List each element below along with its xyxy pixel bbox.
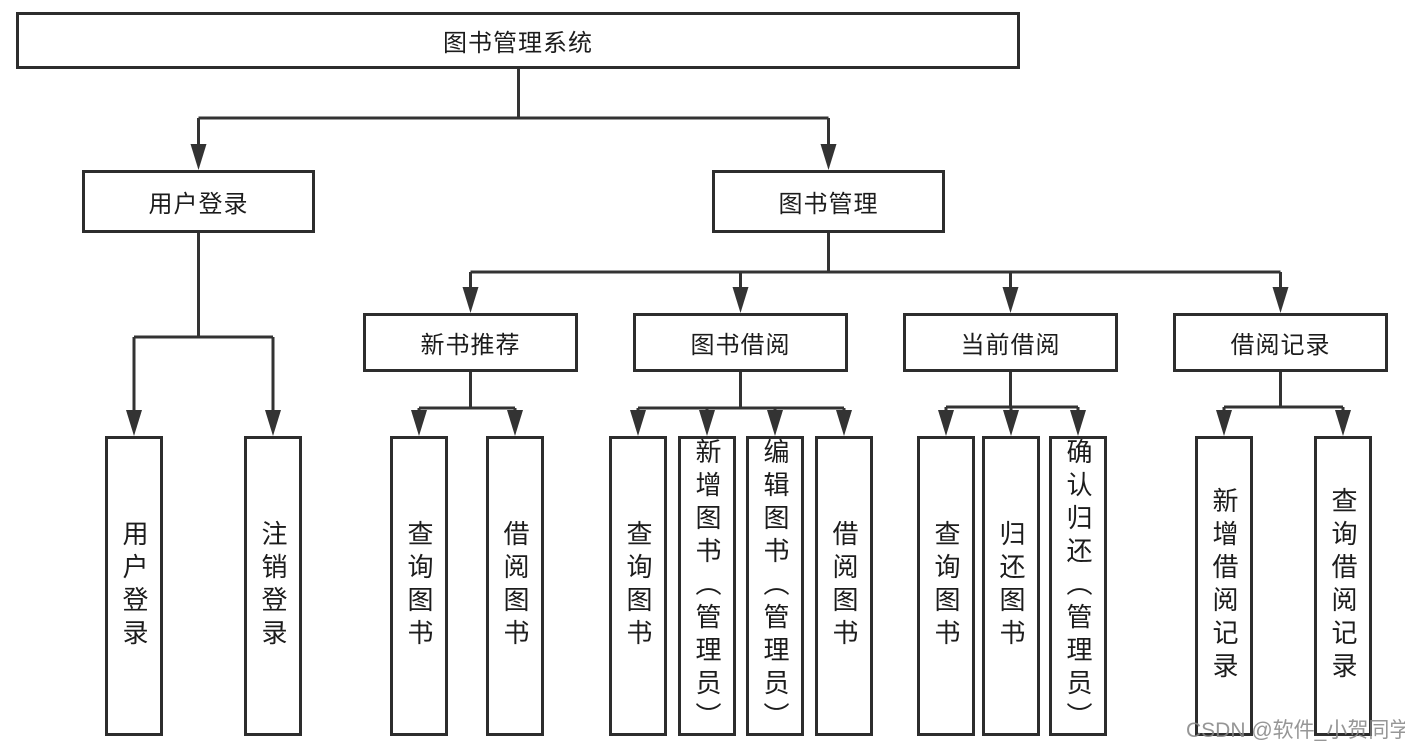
node-book-borrow: 图书借阅 — [633, 313, 848, 372]
leaf-edit-books-admin-label: 编辑图书（管理员） — [760, 437, 790, 735]
node-borrow-records: 借阅记录 — [1173, 313, 1388, 372]
leaf-user-login-label: 用户登录 — [119, 520, 149, 652]
node-book-management: 图书管理 — [712, 170, 945, 233]
leaf-borrow-books-borrow-label: 借阅图书 — [829, 520, 859, 652]
leaf-borrow-books-recommend: 借阅图书 — [486, 436, 544, 736]
leaf-logout: 注销登录 — [244, 436, 302, 736]
leaf-borrow-books-borrow: 借阅图书 — [815, 436, 873, 736]
leaf-query-books-current: 查询图书 — [917, 436, 975, 736]
node-root-system: 图书管理系统 — [16, 12, 1020, 69]
leaf-query-borrow-record-label: 查询借阅记录 — [1328, 487, 1358, 685]
leaf-return-books: 归还图书 — [982, 436, 1040, 736]
leaf-query-books-recommend: 查询图书 — [390, 436, 448, 736]
node-new-book-recommend: 新书推荐 — [363, 313, 578, 372]
leaf-add-borrow-record-label: 新增借阅记录 — [1209, 487, 1239, 685]
node-current-borrow: 当前借阅 — [903, 313, 1118, 372]
leaf-query-books-borrow-label: 查询图书 — [623, 520, 653, 652]
leaf-query-books-borrow: 查询图书 — [609, 436, 667, 736]
leaf-add-borrow-record: 新增借阅记录 — [1195, 436, 1253, 736]
leaf-add-books-admin: 新增图书（管理员） — [678, 436, 736, 736]
leaf-return-books-label: 归还图书 — [996, 520, 1026, 652]
leaf-confirm-return-admin-label: 确认归还（管理员） — [1063, 437, 1093, 735]
csdn-watermark: CSDN @软件_小贺同学 — [1186, 719, 1405, 742]
leaf-add-books-admin-label: 新增图书（管理员） — [692, 437, 722, 735]
node-user-login: 用户登录 — [82, 170, 315, 233]
leaf-edit-books-admin: 编辑图书（管理员） — [746, 436, 804, 736]
leaf-confirm-return-admin: 确认归还（管理员） — [1049, 436, 1107, 736]
leaf-borrow-books-recommend-label: 借阅图书 — [500, 520, 530, 652]
leaf-user-login: 用户登录 — [105, 436, 163, 736]
leaf-query-books-recommend-label: 查询图书 — [404, 520, 434, 652]
leaf-query-borrow-record: 查询借阅记录 — [1314, 436, 1372, 736]
leaf-logout-label: 注销登录 — [258, 520, 288, 652]
leaf-query-books-current-label: 查询图书 — [931, 520, 961, 652]
